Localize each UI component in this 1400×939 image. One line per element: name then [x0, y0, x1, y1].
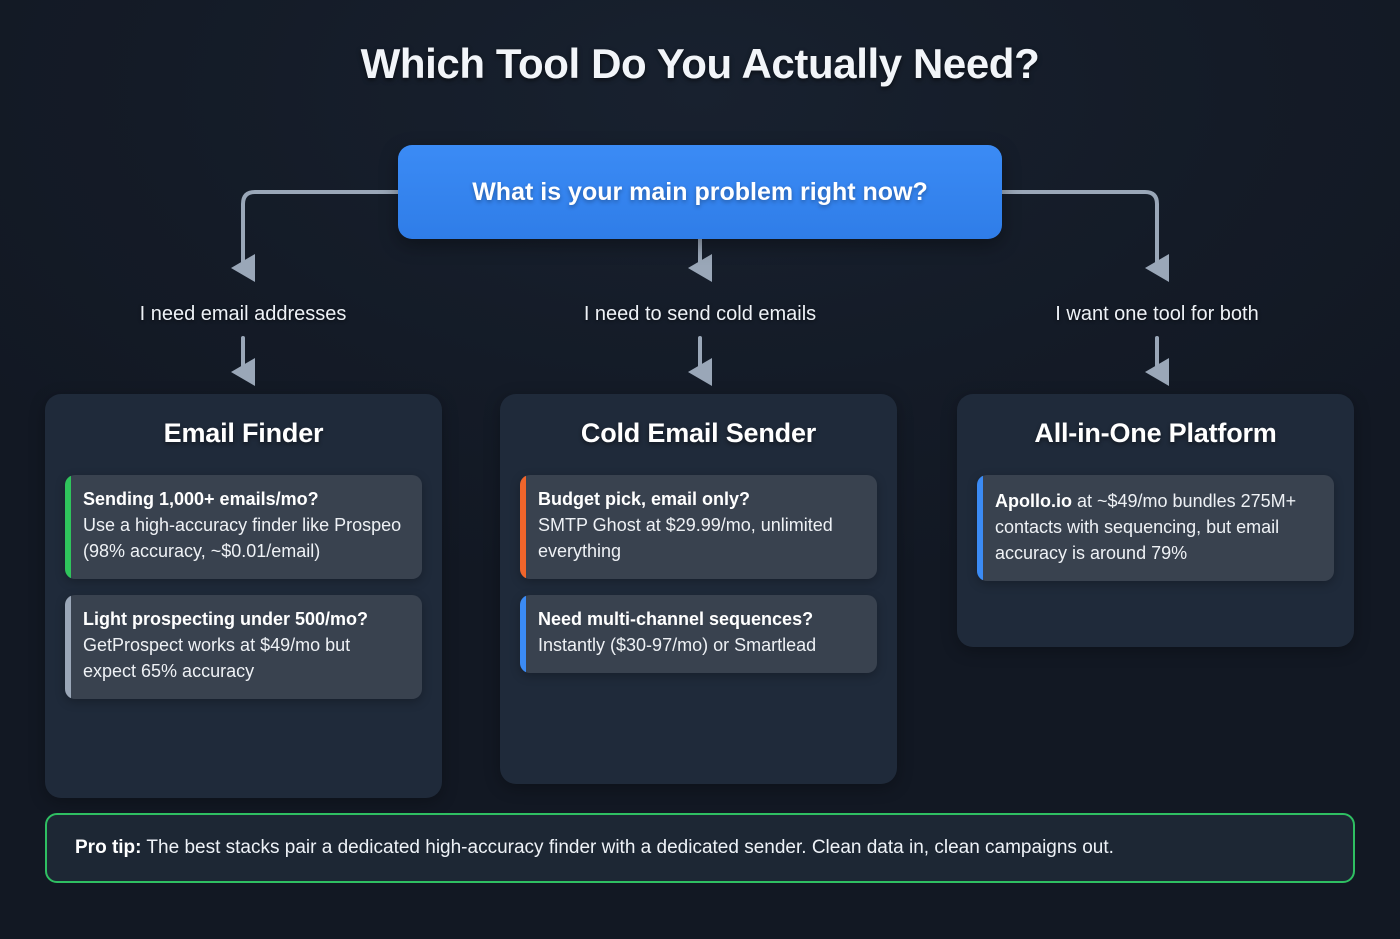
option-body-inline: at ~$49/mo bundles 275M+ contacts with s… — [995, 491, 1297, 564]
option-lead: Sending 1,000+ emails/mo? — [83, 489, 319, 509]
column-title: All-in-One Platform — [1034, 418, 1277, 448]
option-card[interactable]: Need multi-channel sequences? Instantly … — [520, 595, 877, 674]
option-body: SMTP Ghost at $29.99/mo, unlimited every… — [538, 514, 833, 562]
root-question-label: What is your main problem right now? — [472, 177, 928, 206]
option-lead: Need multi-channel sequences? — [538, 609, 814, 630]
pro-tip-label: Pro tip: — [75, 837, 142, 858]
column-email-finder: Email Finder Sending 1,000+ emails/mo? U… — [45, 394, 442, 798]
option-card[interactable]: Apollo.io at ~$49/mo bundles 275M+ conta… — [977, 475, 1334, 582]
branch-label-1: I need to send cold emails — [583, 303, 817, 325]
root-question-box[interactable]: What is your main problem right now? — [398, 145, 1002, 239]
pro-tip-body: The best stacks pair a dedicated high-ac… — [141, 837, 1114, 858]
pro-tip-text: Pro tip: The best stacks pair a dedicate… — [75, 837, 1114, 859]
accent-bar — [65, 595, 71, 700]
option-card[interactable]: Budget pick, email only? SMTP Ghost at $… — [520, 475, 877, 580]
branch-label-0: I need email addresses — [139, 303, 347, 325]
option-body: Use a high-accuracy finder like Prospeo … — [83, 514, 402, 562]
page-title: Which Tool Do You Actually Need? — [360, 40, 1040, 87]
branch-label-2: I want one tool for both — [1055, 303, 1259, 325]
column-title: Cold Email Sender — [580, 418, 817, 448]
option-lead: Budget pick, email only? — [538, 489, 751, 509]
accent-bar — [520, 595, 526, 674]
column-all-in-one-platform: All-in-One Platform Apollo.io at ~$49/mo… — [957, 394, 1354, 647]
option-body: GetProspect works at $49/mo but expect 6… — [83, 635, 351, 682]
option-lead-inline: Apollo.io — [995, 491, 1072, 511]
accent-bar — [520, 475, 526, 580]
option-card[interactable]: Light prospecting under 500/mo? GetProsp… — [65, 595, 422, 700]
pro-tip-banner: Pro tip: The best stacks pair a dedicate… — [45, 813, 1355, 883]
option-body: Instantly ($30-97/mo) or Smartlead — [538, 635, 817, 656]
option-lead: Light prospecting under 500/mo? — [83, 609, 369, 630]
column-title: Email Finder — [163, 418, 324, 448]
accent-bar — [977, 475, 983, 582]
accent-bar — [65, 475, 71, 580]
option-text: Apollo.io at ~$49/mo bundles 275M+ conta… — [995, 491, 1296, 563]
option-card[interactable]: Sending 1,000+ emails/mo? Use a high-acc… — [65, 475, 422, 580]
column-cold-email-sender: Cold Email Sender Budget pick, email onl… — [500, 394, 897, 784]
